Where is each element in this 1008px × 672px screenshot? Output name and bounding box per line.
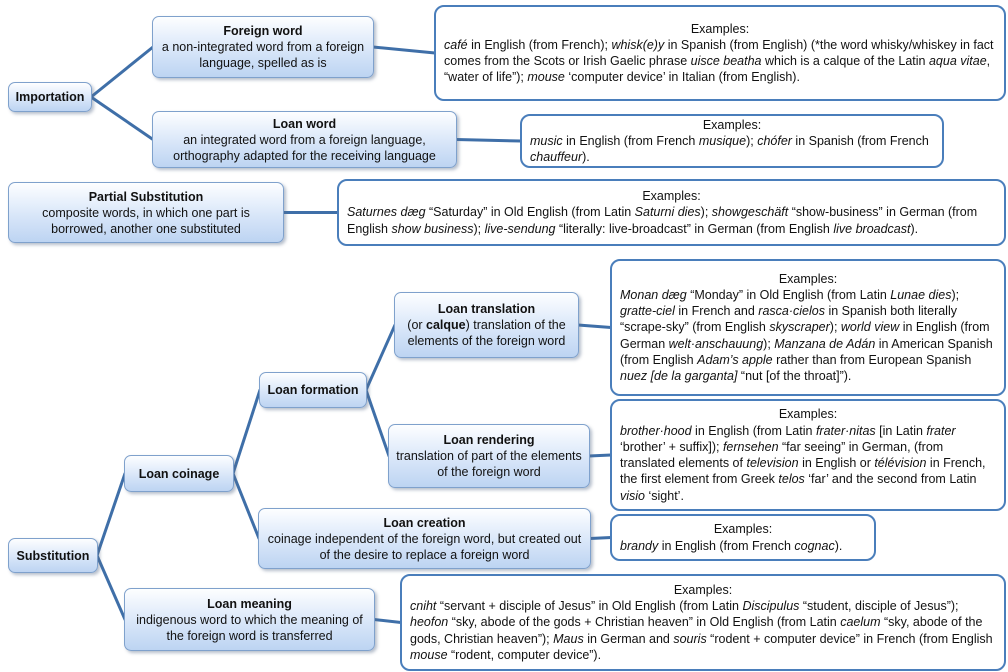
- examples-heading: Examples:: [778, 271, 838, 286]
- node-substitution: Substitution: [8, 538, 98, 573]
- node-loan-rendering: Loan rendering translation of part of th…: [388, 424, 590, 488]
- node-title: Loan word: [272, 116, 337, 131]
- examples-loan-rendering: Examples: brother·hood in English (from …: [610, 399, 1006, 511]
- node-body: composite words, in which one part is bo…: [42, 205, 250, 236]
- node-title: Substitution: [16, 548, 90, 563]
- examples-body: café in English (from French); whisk(e)y…: [444, 37, 994, 85]
- examples-loan-meaning: Examples: cniht “servant + disciple of J…: [400, 574, 1006, 671]
- examples-loan-word: Examples: music in English (from French …: [520, 114, 944, 168]
- node-importation: Importation: [8, 82, 92, 112]
- examples-partial-substitution: Examples: Saturnes dæg “Saturday” in Old…: [337, 179, 1006, 246]
- node-loan-word: Loan word an integrated word from a fore…: [152, 111, 457, 168]
- node-title: Loan formation: [267, 383, 359, 397]
- examples-loan-translation: Examples: Monan dæg “Monday” in Old Engl…: [610, 259, 1006, 396]
- examples-body: cniht “servant + disciple of Jesus” in O…: [410, 599, 993, 662]
- examples-heading: Examples:: [642, 189, 701, 204]
- node-body: translation of part of the elements of t…: [396, 449, 582, 479]
- node-body: an integrated word from a foreign langua…: [173, 132, 436, 163]
- node-loan-coinage: Loan coinage: [124, 455, 234, 492]
- node-title: Loan rendering: [443, 433, 535, 447]
- node-title: Loan creation: [383, 515, 466, 530]
- node-title: Partial Substitution: [88, 189, 204, 204]
- node-title: Importation: [15, 90, 85, 104]
- node-title: Foreign word: [223, 24, 303, 38]
- node-title: Loan meaning: [207, 596, 292, 611]
- node-loan-creation: Loan creation coinage independent of the…: [258, 508, 591, 569]
- node-loan-formation: Loan formation: [259, 372, 367, 408]
- node-body: (or calque) translation of the elements …: [407, 318, 566, 348]
- node-foreign-word: Foreign word a non-integrated word from …: [152, 16, 374, 78]
- node-body: a non-integrated word from a foreign lan…: [161, 40, 365, 70]
- examples-loan-creation: Examples: brandy in English (from French…: [610, 514, 876, 561]
- examples-body: brother·hood in English (from Latin frat…: [620, 423, 986, 503]
- examples-heading: Examples:: [690, 21, 750, 36]
- examples-foreign-word: Examples: café in English (from French);…: [434, 5, 1006, 101]
- examples-body: music in English (from French musique); …: [530, 133, 929, 165]
- examples-heading: Examples:: [778, 407, 838, 422]
- node-title: Loan coinage: [138, 466, 220, 481]
- examples-heading: Examples:: [713, 522, 773, 537]
- examples-body: Monan dæg “Monday” in Old English (from …: [620, 287, 993, 384]
- examples-body: Saturnes dæg “Saturday” in Old English (…: [347, 205, 978, 236]
- examples-body: brandy in English (from French cognac).: [620, 538, 843, 553]
- node-partial-substitution: Partial Substitution composite words, in…: [8, 182, 284, 243]
- examples-heading: Examples:: [702, 117, 762, 132]
- node-title: Loan translation: [437, 302, 536, 316]
- node-body: indigenous word to which the meaning of …: [136, 612, 363, 643]
- examples-heading: Examples:: [673, 582, 733, 597]
- node-body: coinage independent of the foreign word,…: [267, 531, 582, 562]
- node-loan-translation: Loan translation (or calque) translation…: [394, 292, 579, 358]
- node-loan-meaning: Loan meaning indigenous word to which th…: [124, 588, 375, 651]
